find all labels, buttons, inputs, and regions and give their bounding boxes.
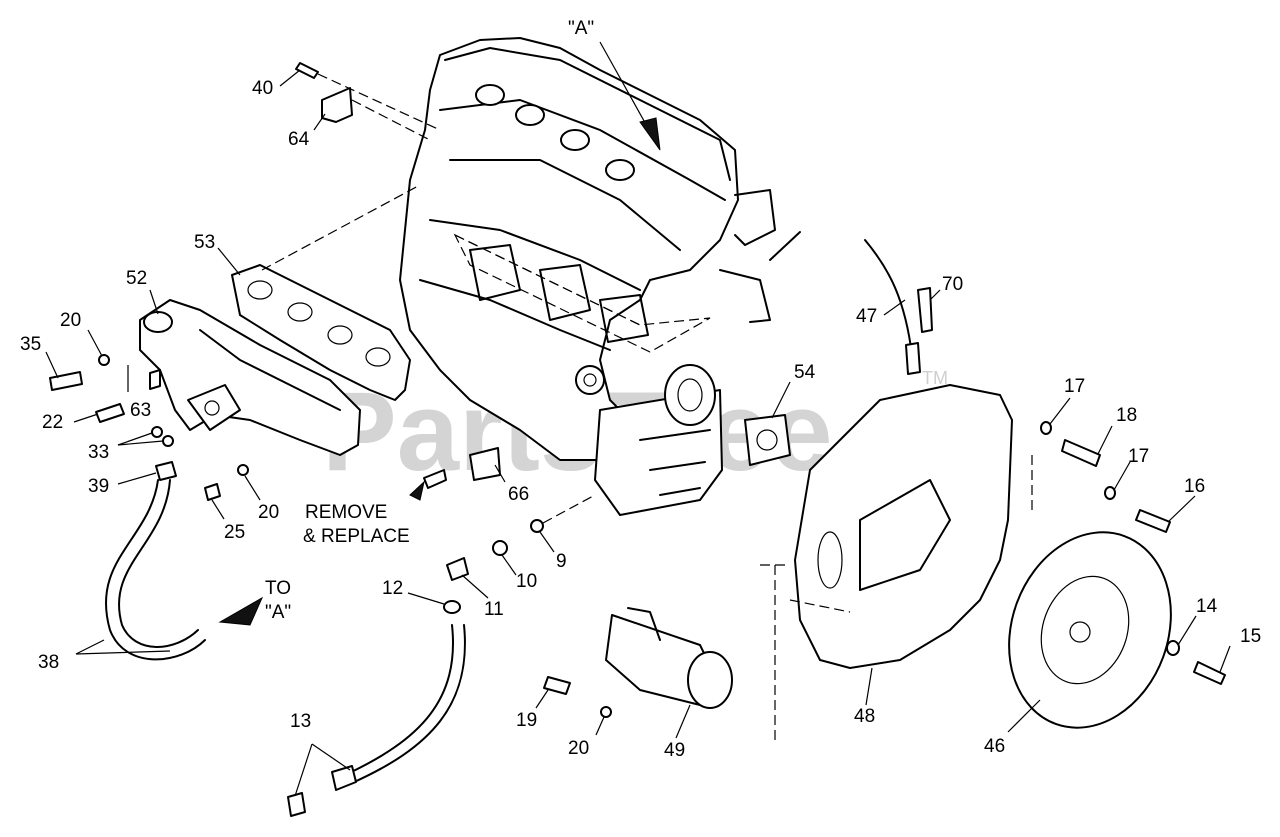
callout-52: 52 (126, 268, 147, 289)
to-a-line2: "A" (265, 602, 291, 623)
part-70-tube (917, 287, 933, 333)
part-20-washer-b (237, 464, 249, 476)
flange-ring (664, 364, 716, 426)
part-66-bracket (469, 447, 501, 481)
part-46-flexplate (1008, 531, 1172, 729)
callout-17-upper: 17 (1064, 376, 1085, 397)
callout-12: 12 (382, 578, 403, 599)
part-17-washer-b (1104, 486, 1116, 500)
callout-20-lower: 20 (568, 738, 589, 759)
part-19-bolt (543, 676, 571, 695)
watermark-trademark: TM (922, 368, 948, 388)
callout-70: 70 (942, 274, 963, 295)
part-11-elbow (446, 557, 469, 581)
callout-19: 19 (516, 710, 537, 731)
part-33-nuts (151, 426, 174, 447)
leader-lines (45, 69, 1231, 797)
callout-54: 54 (794, 362, 816, 383)
part-20-washer-c (600, 706, 612, 718)
callout-53: 53 (194, 232, 215, 253)
callout-20-mid: 20 (258, 502, 279, 523)
part-63-stud (127, 365, 161, 392)
callout-49: 49 (664, 740, 685, 761)
callout-46: 46 (984, 736, 1005, 757)
part-22-sensor (95, 403, 125, 423)
part-9-washer (530, 494, 596, 533)
part-20-washer-a (98, 354, 110, 366)
callout-22: 22 (42, 412, 63, 433)
callout-48: 48 (854, 706, 875, 727)
callout-18: 18 (1116, 405, 1137, 426)
callout-13: 13 (290, 711, 311, 732)
callout-16: 16 (1184, 476, 1205, 497)
callout-10: 10 (516, 571, 537, 592)
part-12-clamp (443, 600, 461, 614)
callout-14: 14 (1196, 596, 1218, 617)
part-49-starter (605, 607, 733, 709)
reference-a: "A" (568, 18, 661, 151)
callout-40: 40 (252, 78, 273, 99)
part-14-washer (1166, 640, 1180, 656)
part-52-manifold (139, 299, 361, 456)
callout-33: 33 (88, 442, 109, 463)
part-17-washer-a (1040, 421, 1052, 435)
callout-35: 35 (20, 334, 41, 355)
part-54-plate (744, 414, 791, 466)
remove-replace-note: REMOVE & REPLACE (303, 469, 447, 547)
part-64-bracket (321, 87, 431, 141)
part-15-bolt (1193, 661, 1226, 685)
reference-a-label: "A" (568, 18, 594, 39)
callout-47: 47 (856, 306, 877, 327)
callout-25: 25 (224, 522, 245, 543)
remove-line1: REMOVE (305, 502, 387, 523)
callout-17-lower: 17 (1128, 446, 1149, 467)
part-18-bolt (1061, 439, 1101, 467)
callout-labels: 40 64 53 52 20 35 63 22 33 39 25 20 38 1… (20, 78, 1261, 761)
callout-66: 66 (508, 484, 529, 505)
to-a-line1: TO (265, 578, 291, 599)
callout-11: 11 (484, 599, 504, 620)
arrow-to-a: TO "A" (218, 578, 291, 626)
callout-15: 15 (1240, 626, 1261, 647)
callout-39: 39 (88, 476, 109, 497)
callout-20-upper: 20 (60, 310, 81, 331)
part-13-hose (287, 624, 466, 817)
part-35-bolt (49, 371, 83, 391)
part-10-adapter (492, 540, 508, 556)
part-25-nut (204, 483, 221, 501)
part-16-bolt (1135, 509, 1171, 533)
part-47-dipstick (864, 239, 921, 375)
part-40-bolt (295, 62, 441, 131)
part-53-gasket (231, 184, 421, 401)
remove-line2: & REPLACE (303, 526, 410, 547)
part-39-fitting (155, 461, 177, 481)
callout-38: 38 (38, 652, 59, 673)
callout-64: 64 (288, 129, 310, 150)
callout-9: 9 (556, 551, 567, 572)
part-48-bell-housing (760, 384, 1013, 740)
callout-63: 63 (130, 400, 151, 421)
part-38-hose (104, 479, 206, 661)
